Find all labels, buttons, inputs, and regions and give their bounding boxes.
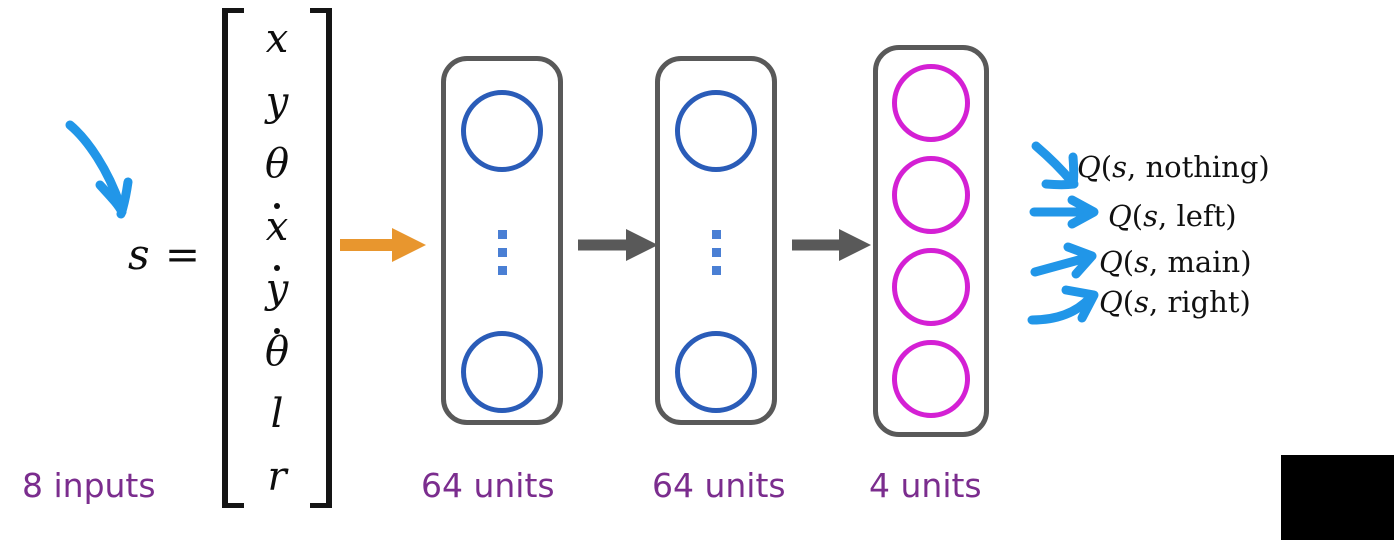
action-name: main — [1167, 245, 1241, 279]
right-bracket — [310, 8, 332, 508]
output-label-main: Q(s, main) — [1099, 245, 1252, 279]
state-symbol: s — [1112, 150, 1127, 184]
state-symbol: s — [1143, 199, 1158, 233]
time-derivative-dot-icon — [273, 265, 280, 272]
output-unit-node — [892, 64, 970, 142]
q-symbol: Q — [1099, 285, 1123, 319]
time-derivative-dot-icon — [274, 202, 280, 209]
vector-element: x — [266, 17, 289, 61]
state-vector: x y θ x y θ l r — [222, 8, 332, 508]
hidden-unit-node — [461, 90, 543, 172]
input-to-hidden1-arrow-icon — [340, 228, 426, 262]
output-annotation-arrow-3-icon — [1030, 242, 1097, 279]
hidden-unit-node — [675, 90, 757, 172]
action-name: nothing — [1145, 150, 1259, 184]
vector-element: y — [266, 80, 289, 124]
vector-symbol: x — [265, 203, 289, 250]
layer-box-hidden-2 — [655, 56, 777, 425]
hidden-unit-node — [675, 331, 757, 413]
vector-element: θ — [265, 142, 289, 186]
vector-symbol: θ — [264, 328, 290, 375]
time-derivative-dot-icon — [274, 327, 280, 334]
caption-inputs: 8 inputs — [22, 466, 156, 505]
vector-element: x — [265, 202, 289, 250]
caption-hidden-2: 64 units — [652, 466, 786, 505]
action-name: left — [1176, 199, 1226, 233]
output-annotation-arrow-2-icon — [1029, 195, 1099, 229]
layer-box-output — [873, 45, 989, 437]
vector-symbol: y — [265, 78, 289, 125]
output-unit-node — [892, 156, 970, 234]
layer-box-hidden-1 — [441, 56, 563, 425]
action-name: right — [1167, 285, 1240, 319]
vertical-ellipsis-icon — [497, 230, 507, 275]
vector-symbol: θ — [264, 141, 290, 188]
vector-element: r — [267, 455, 286, 499]
output-label-right: Q(s, right) — [1099, 285, 1251, 319]
corner-block — [1281, 455, 1394, 540]
q-symbol: Q — [1099, 245, 1123, 279]
state-vector-items: x y θ x y θ l r — [244, 8, 310, 508]
vector-element: θ — [264, 327, 290, 375]
vector-element: y — [265, 265, 289, 313]
output-unit-node — [892, 248, 970, 326]
output-unit-node — [892, 340, 970, 418]
left-bracket — [222, 8, 244, 508]
hidden-unit-node — [461, 331, 543, 413]
input-annotation-arrow-icon — [65, 120, 133, 219]
q-symbol: Q — [1108, 199, 1132, 233]
output-label-left: Q(s, left) — [1108, 199, 1237, 233]
caption-output: 4 units — [869, 466, 982, 505]
output-annotation-arrow-4-icon — [1027, 285, 1099, 325]
caption-hidden-1: 64 units — [421, 466, 555, 505]
hidden2-to-output-arrow-icon — [792, 229, 871, 261]
output-annotation-arrow-1-icon — [1031, 141, 1079, 190]
state-equation-label: s = — [128, 230, 202, 279]
state-symbol: s — [1134, 245, 1149, 279]
output-label-nothing: Q(s, nothing) — [1077, 150, 1270, 184]
vector-element: l — [271, 392, 284, 436]
vector-symbol: r — [267, 453, 287, 500]
state-symbol: s — [1134, 285, 1149, 319]
hidden1-to-hidden2-arrow-icon — [578, 229, 658, 261]
vector-symbol: l — [270, 391, 284, 438]
vector-symbol: x — [265, 16, 289, 63]
vector-symbol: y — [265, 266, 289, 313]
vertical-ellipsis-icon — [711, 230, 721, 275]
q-symbol: Q — [1077, 150, 1101, 184]
